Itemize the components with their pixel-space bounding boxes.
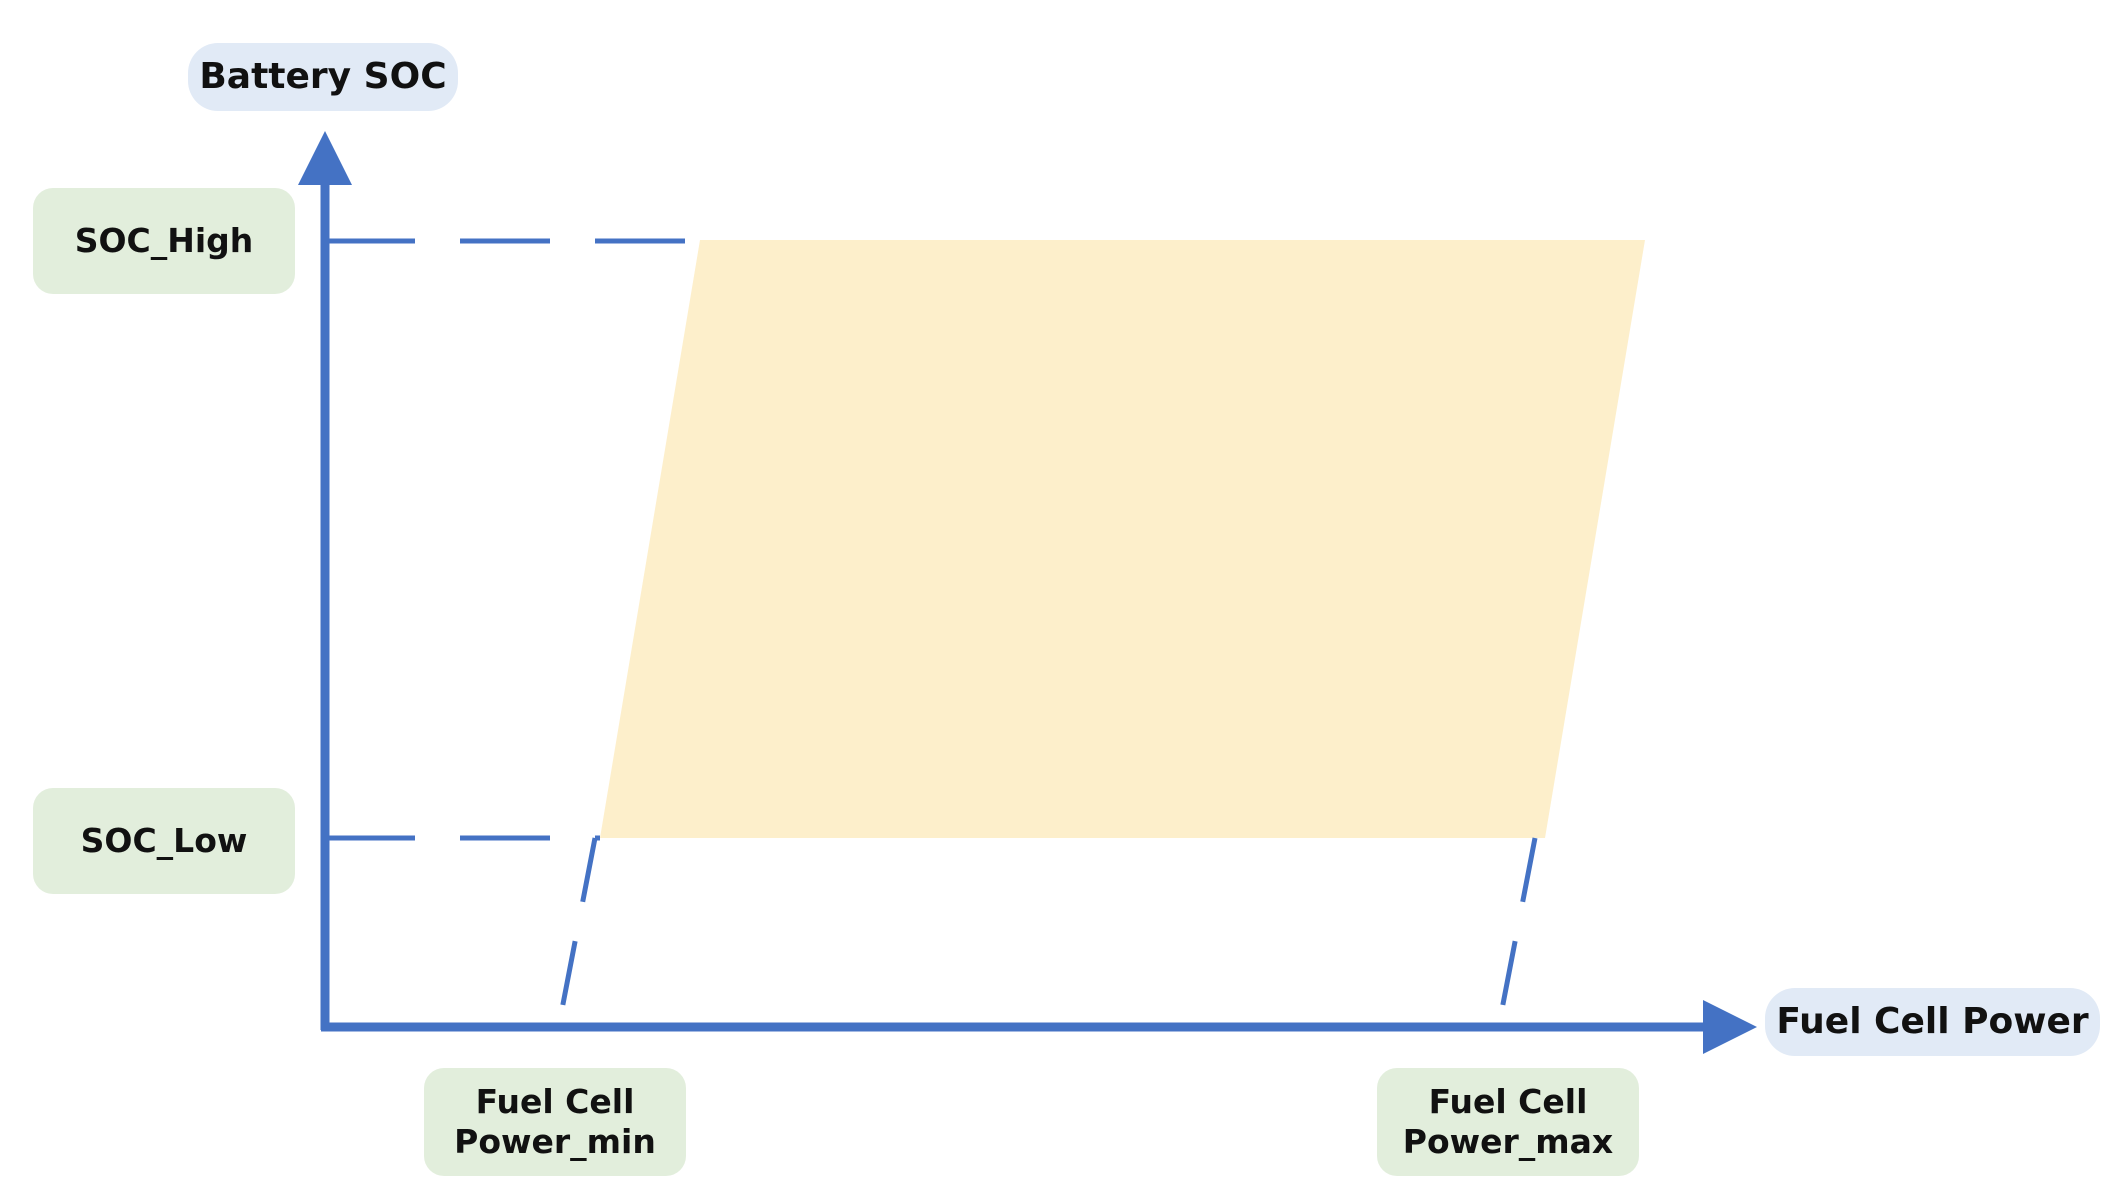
power-min-label-line2: Power_min: [454, 1122, 656, 1161]
power-max-label-line2: Power_max: [1402, 1122, 1614, 1161]
power-min-label: Fuel Cell Power_min: [424, 1068, 686, 1176]
power-min-dashed-line: [555, 837, 598, 1031]
x-axis-label: Fuel Cell Power: [1765, 988, 2100, 1056]
soc-low-label: SOC_Low: [33, 788, 295, 894]
power-max-dashed-line: [1495, 837, 1538, 1031]
power-min-label-line1: Fuel Cell: [475, 1082, 635, 1122]
power-max-label-line1: Fuel Cell: [1428, 1082, 1588, 1122]
power-max-label: Fuel Cell Power_max: [1377, 1068, 1639, 1176]
operating-region: [600, 240, 1645, 838]
soc-high-label: SOC_High: [33, 188, 295, 294]
y-axis-label: Battery SOC: [188, 43, 458, 111]
